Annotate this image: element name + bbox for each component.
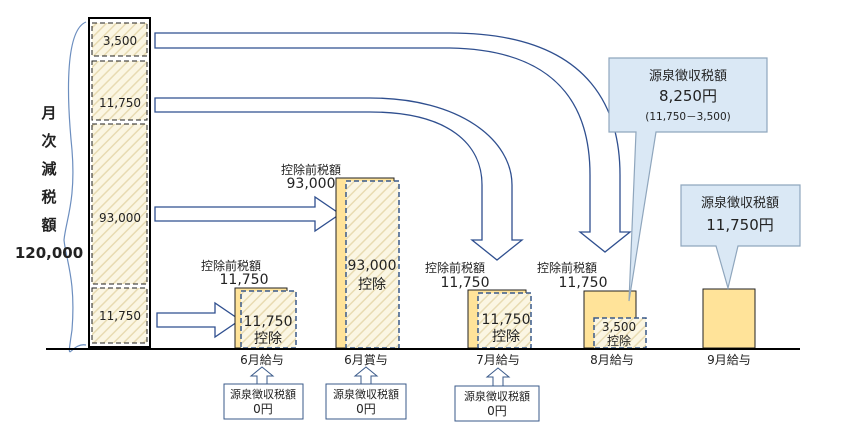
- monthly-reduction-char-2: 次: [41, 132, 56, 150]
- axis-label-june-bonus: 6月賞与: [344, 353, 388, 367]
- callout-september-value: 11,750円: [706, 216, 774, 234]
- segment-label-11750-a: 11,750: [99, 96, 141, 110]
- segment-3500: [91, 22, 148, 57]
- deduction-word-june-salary: 控除: [254, 331, 282, 347]
- callout-august-formula: (11,750－3,500): [645, 111, 731, 123]
- segment-11750-a: [91, 60, 148, 121]
- deduction-value-june-salary: 11,750: [244, 314, 293, 330]
- pre-tax-value-august-salary: 11,750: [559, 275, 608, 291]
- left-brace: [63, 21, 87, 353]
- deduction-july-salary: [477, 292, 532, 349]
- withholding-title-june-bonus: 源泉徴収税額: [333, 387, 399, 401]
- pre-tax-title-june-bonus: 控除前税額: [281, 162, 341, 177]
- pre-tax-value-july-salary: 11,750: [441, 275, 490, 291]
- withholding-value-june-bonus: 0円: [356, 402, 376, 416]
- segment-label-3500: 3,500: [103, 34, 137, 48]
- callout-august-value: 8,250円: [659, 87, 717, 105]
- arrow-to-june-bonus: [154, 195, 342, 233]
- left-column-outline: [88, 17, 151, 348]
- withholding-box-june-bonus: [325, 383, 407, 420]
- monthly-reduction-char-1: 月: [40, 104, 56, 122]
- deduction-value-july-salary: 11,750: [482, 312, 531, 328]
- callout-september-title: 源泉徴収税額: [701, 195, 779, 211]
- segment-label-11750-b: 11,750: [99, 309, 141, 323]
- curved-arrow-3500: [154, 32, 632, 253]
- axis-label-june-salary: 6月給与: [240, 353, 284, 367]
- monthly-reduction-char-4: 税: [41, 188, 56, 206]
- deduction-august-salary: [593, 317, 647, 349]
- deduction-word-august-salary: 控除: [607, 333, 631, 348]
- up-arrow-july-salary: [485, 367, 511, 387]
- withholding-value-july-salary: 0円: [487, 404, 507, 418]
- arrow-to-june-salary: [156, 301, 242, 339]
- axis-label-september-salary: 9月給与: [707, 353, 751, 367]
- curved-arrow-11750: [154, 97, 524, 261]
- deduction-value-june-bonus: 93,000: [348, 258, 397, 274]
- monthly-reduction-char-5: 額: [40, 216, 56, 234]
- segment-11750-b: [91, 287, 148, 344]
- segment-93000: [91, 123, 148, 285]
- pre-tax-value-june-salary: 11,750: [220, 272, 269, 288]
- bar-september-salary: [702, 288, 756, 349]
- callout-september: [680, 184, 801, 291]
- deduction-june-bonus: [345, 180, 400, 349]
- monthly-reduction-total: 120,000: [15, 244, 83, 262]
- pre-tax-title-june-salary: 控除前税額: [201, 258, 261, 273]
- pre-tax-value-june-bonus: 93,000: [287, 176, 336, 192]
- up-arrow-june-bonus: [353, 366, 379, 386]
- monthly-reduction-char-3: 減: [41, 160, 56, 178]
- callout-august: [608, 57, 768, 302]
- withholding-title-july-salary: 源泉徴収税額: [464, 389, 530, 403]
- withholding-title-june-salary: 源泉徴収税額: [230, 387, 296, 401]
- callout-august-title: 源泉徴収税額: [649, 68, 727, 84]
- withholding-box-june-salary: [223, 383, 304, 420]
- pre-tax-title-august-salary: 控除前税額: [537, 260, 597, 275]
- segment-label-93000: 93,000: [99, 211, 141, 225]
- deduction-word-july-salary: 控除: [492, 329, 520, 345]
- axis-label-july-salary: 7月給与: [476, 353, 520, 367]
- deduction-value-august-salary: 3,500: [602, 320, 636, 334]
- withholding-value-june-salary: 0円: [253, 402, 273, 416]
- pre-tax-title-july-salary: 控除前税額: [425, 260, 485, 275]
- withholding-box-july-salary: [454, 385, 540, 422]
- deduction-word-june-bonus: 控除: [358, 277, 386, 293]
- axis-label-august-salary: 8月給与: [590, 353, 634, 367]
- up-arrow-june-salary: [249, 366, 275, 386]
